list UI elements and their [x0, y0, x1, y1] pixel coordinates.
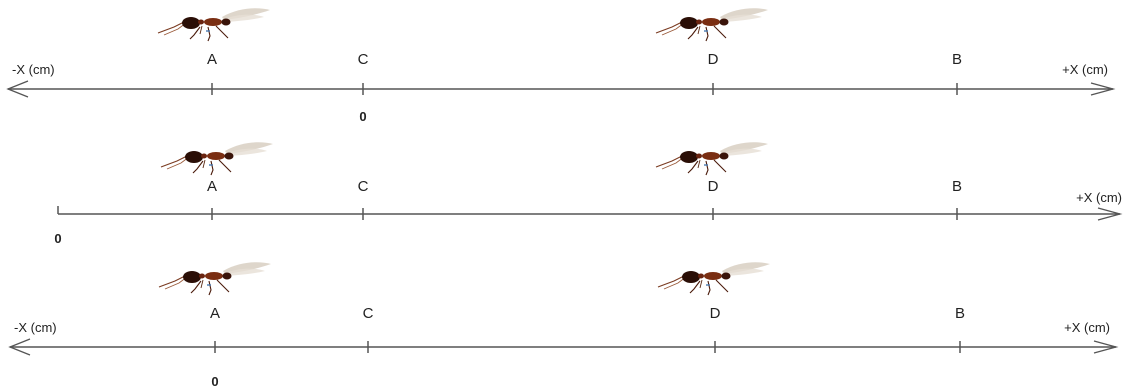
point-label-d: D: [708, 51, 719, 68]
ant-icon: [657, 261, 771, 296]
left-arrow-icon: [6, 80, 29, 98]
axis-label-positive: +X (cm): [1076, 190, 1122, 205]
point-label-b: B: [952, 51, 962, 68]
axis-label-negative: -X (cm): [14, 320, 57, 335]
number-line-row-3: A C D B -X (cm) +X (cm) 0: [8, 261, 1119, 389]
right-arrow-icon: [1090, 82, 1116, 96]
number-line-row-1: A C D B -X (cm) +X (cm) 0: [6, 7, 1116, 124]
point-label-a: A: [207, 51, 217, 68]
number-line-row-2: A C D B +X (cm) 0: [54, 141, 1123, 246]
ant-icon: [655, 141, 769, 176]
right-arrow-icon: [1093, 340, 1119, 354]
origin-label: 0: [359, 109, 366, 124]
point-label-c: C: [363, 305, 374, 322]
point-label-d: D: [708, 178, 719, 195]
point-label-b: B: [952, 178, 962, 195]
axis-label-negative: -X (cm): [12, 62, 55, 77]
origin-label: 0: [211, 374, 218, 389]
axis-label-positive: +X (cm): [1064, 320, 1110, 335]
ant-icon: [157, 7, 271, 42]
left-arrow-icon: [8, 338, 31, 356]
ant-icon: [158, 261, 272, 296]
ant-icon: [160, 141, 274, 176]
point-label-c: C: [358, 178, 369, 195]
point-label-c: C: [358, 51, 369, 68]
ant-icon: [655, 7, 769, 42]
point-label-b: B: [955, 305, 965, 322]
point-label-a: A: [210, 305, 220, 322]
right-arrow-icon: [1097, 207, 1123, 221]
axis-label-positive: +X (cm): [1062, 62, 1108, 77]
origin-label: 0: [54, 231, 61, 246]
point-label-d: D: [710, 305, 721, 322]
point-label-a: A: [207, 178, 217, 195]
